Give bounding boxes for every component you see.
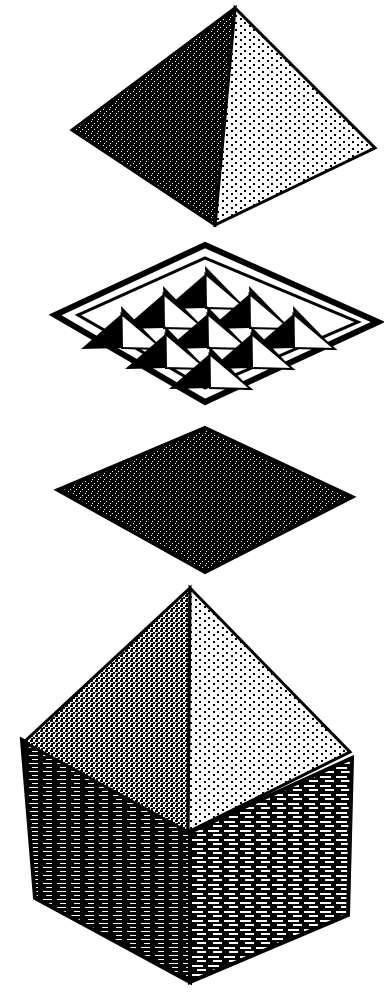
capstone-right-face [215,8,375,225]
pyramid-grid-plate [55,245,378,402]
capstone-pyramid [72,8,375,225]
capstone-left-face [72,8,235,225]
dark-plate-surface [58,428,352,572]
pyramid-on-stacked-base [22,588,352,982]
dark-square-plate [58,428,352,572]
